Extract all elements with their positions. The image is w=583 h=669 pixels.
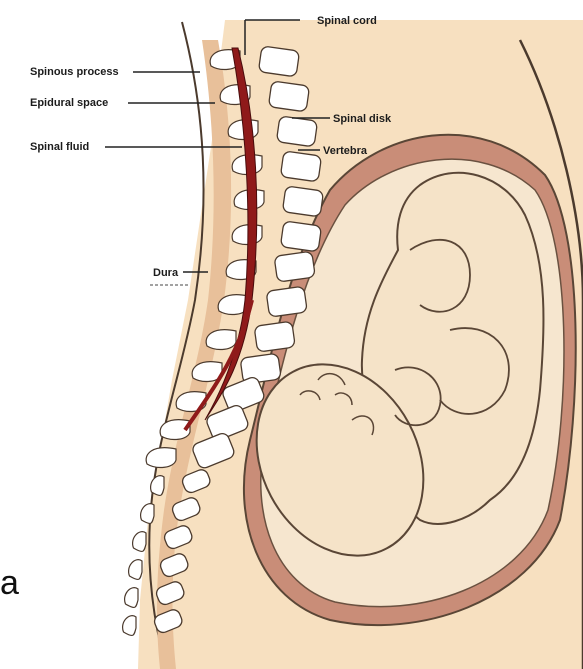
vertebral-body: [254, 321, 295, 352]
label-spinal-cord: Spinal cord: [317, 15, 377, 27]
spinous-process: [123, 616, 136, 636]
vertebral-body: [280, 151, 321, 182]
vertebral-body: [266, 286, 307, 317]
vertebral-body: [282, 186, 323, 217]
vertebral-body: [258, 46, 299, 77]
spinous-process: [146, 448, 176, 468]
label-vertebra: Vertebra: [323, 145, 368, 157]
spinous-process: [141, 504, 154, 524]
spinous-process: [133, 532, 146, 552]
spinous-process: [125, 588, 138, 608]
label-spinous-process: Spinous process: [30, 66, 119, 78]
vertebral-body: [276, 116, 317, 147]
vertebral-body: [274, 251, 315, 282]
label-spinal-fluid: Spinal fluid: [30, 141, 89, 153]
label-spinal-disk: Spinal disk: [333, 113, 392, 125]
spinous-process: [129, 560, 142, 580]
spinous-process: [151, 476, 164, 496]
vertebral-body: [280, 221, 321, 252]
label-epidural-space: Epidural space: [30, 97, 108, 109]
label-dura: Dura: [153, 267, 179, 279]
fragment-text: a: [0, 564, 19, 602]
vertebral-body: [268, 81, 309, 112]
